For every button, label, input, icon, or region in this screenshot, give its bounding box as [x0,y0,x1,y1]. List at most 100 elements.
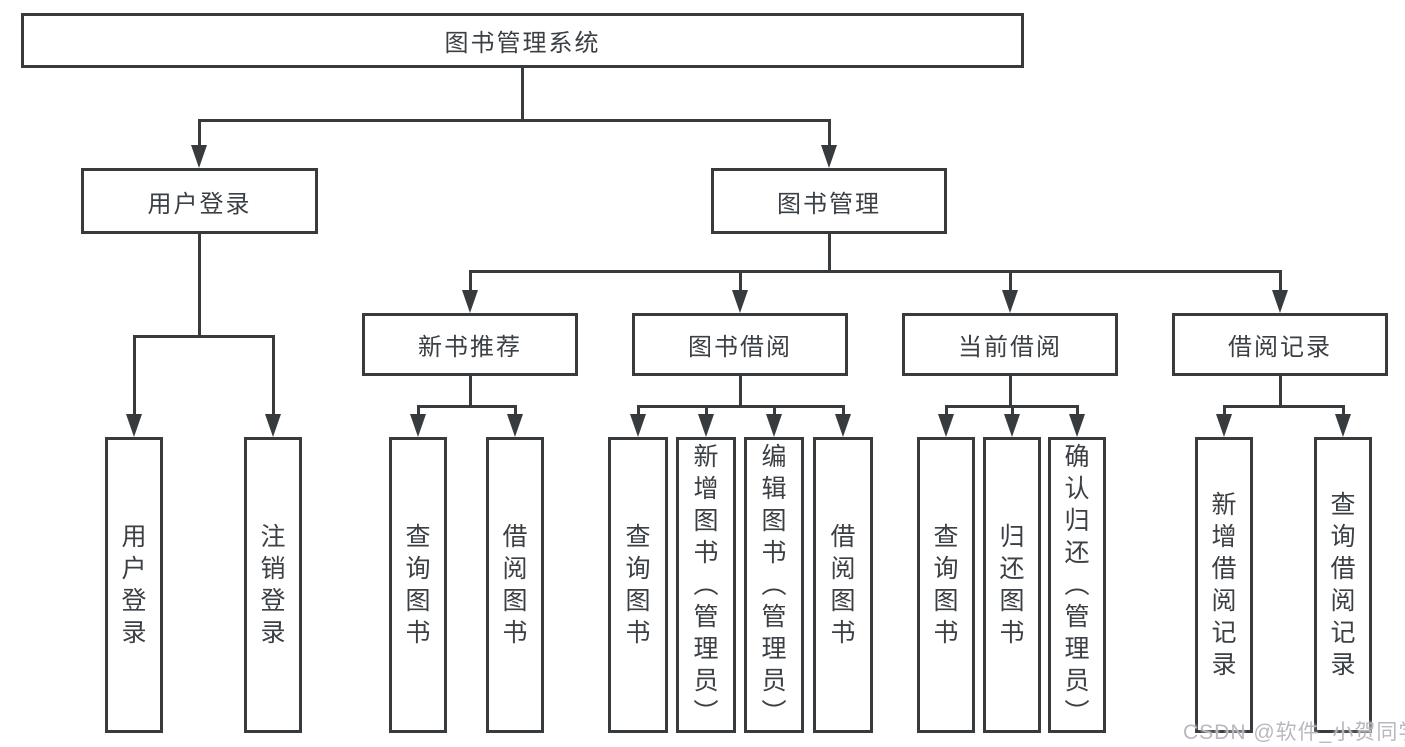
leaf-query-books-current: 查询图书 [917,437,975,733]
leaf-char: 查 [405,522,431,551]
leaf-char: 图 [830,586,856,615]
connector-hline [468,270,1282,273]
arrowhead-down-icon [410,414,426,437]
connector-vline [1008,270,1012,294]
connector-vline [841,405,845,417]
leaf-char: 书 [405,618,431,647]
arrowhead-down-icon [1002,290,1018,313]
leaf-user-login: 用户登录 [105,437,163,733]
leaf-char: 询 [625,554,651,583]
leaf-char: ︵ [761,570,787,599]
leaf-char: 归 [999,522,1025,551]
leaf-char: 图 [693,506,719,535]
leaf-char: 管 [693,602,719,631]
node-book-management: 图书管理 [711,168,947,234]
leaf-char: 书 [933,618,959,647]
leaf-char: 书 [502,618,528,647]
connector-hline [636,405,845,408]
leaf-char: 员 [1064,666,1090,695]
leaf-char: 借 [502,522,528,551]
leaf-char: 管 [761,602,787,631]
csdn-watermark: CSDN @软件_小贺同学 [1183,721,1405,744]
leaf-char: 图 [761,506,787,535]
leaf-query-books-recommend: 查询图书 [389,437,447,733]
connector-vline [1341,405,1345,417]
leaf-char: 登 [121,586,147,615]
leaf-char: 书 [830,618,856,647]
leaf-char: 查 [625,522,651,551]
leaf-char: ︵ [1064,570,1090,599]
arrowhead-down-icon [462,290,478,313]
leaf-char: 新 [693,442,719,471]
connector-vline [1278,376,1282,408]
leaf-char: 记 [1211,618,1237,647]
leaf-char: ︵ [693,570,719,599]
arrowhead-down-icon [766,414,782,437]
leaf-char: ︶ [693,698,719,727]
arrowhead-down-icon [821,145,837,168]
arrowhead-down-icon [938,414,954,437]
leaf-query-books-borrow: 查询图书 [608,437,668,733]
arrowhead-down-icon [630,414,646,437]
leaf-char: 还 [999,554,1025,583]
leaf-char: ︶ [1064,698,1090,727]
leaf-char: 图 [502,586,528,615]
connector-vline [520,68,524,122]
connector-vline [738,376,742,408]
connector-vline [197,234,201,338]
arrowhead-down-icon [1335,414,1351,437]
connector-vline [944,405,948,417]
leaf-char: 查 [1330,490,1356,519]
leaf-char: 录 [260,618,286,647]
arrowhead-down-icon [1069,414,1085,437]
leaf-char: 理 [693,634,719,663]
connector-vline [1222,405,1226,417]
leaf-char: 管 [1064,602,1090,631]
leaf-char: 书 [625,618,651,647]
connector-vline [704,405,708,417]
connector-vline [1010,405,1014,417]
connector-vline [468,376,472,408]
leaf-confirm-return-admin: 确认归还︵管理员︶ [1048,437,1106,733]
arrowhead-down-icon [732,290,748,313]
leaf-char: 销 [260,554,286,583]
leaf-logout: 注销登录 [244,437,302,733]
leaf-char: 登 [260,586,286,615]
leaf-edit-books-admin: 编辑图书︵管理员︶ [744,437,804,733]
arrowhead-down-icon [835,414,851,437]
connector-vline [827,119,831,148]
leaf-char: 注 [260,522,286,551]
connector-vline [468,270,472,294]
connector-hline [197,119,831,122]
leaf-char: 录 [1211,650,1237,679]
leaf-char: 书 [761,538,787,567]
leaf-char: 认 [1064,474,1090,503]
arrowhead-down-icon [1004,414,1020,437]
leaf-query-borrow-record: 查询借阅记录 [1314,437,1372,733]
connector-vline [738,270,742,294]
leaf-char: ︶ [761,698,787,727]
node-library-management-system: 图书管理系统 [21,13,1024,68]
leaf-char: 增 [693,474,719,503]
leaf-char: 借 [1211,554,1237,583]
leaf-char: 书 [693,538,719,567]
leaf-char: 询 [1330,522,1356,551]
leaf-char: 记 [1330,618,1356,647]
connector-vline [772,405,776,417]
leaf-char: 阅 [1211,586,1237,615]
connector-hline [416,405,517,408]
leaf-char: 还 [1064,538,1090,567]
connector-hline [944,405,1079,408]
connector-vline [1008,376,1012,408]
leaf-borrow-books-recommend: 借阅图书 [486,437,544,733]
leaf-char: 户 [121,554,147,583]
leaf-char: 借 [1330,554,1356,583]
leaf-char: 员 [761,666,787,695]
leaf-char: 员 [693,666,719,695]
connector-vline [132,335,136,417]
connector-vline [827,234,831,273]
arrowhead-down-icon [1272,290,1288,313]
leaf-char: 图 [405,586,431,615]
leaf-char: 阅 [1330,586,1356,615]
